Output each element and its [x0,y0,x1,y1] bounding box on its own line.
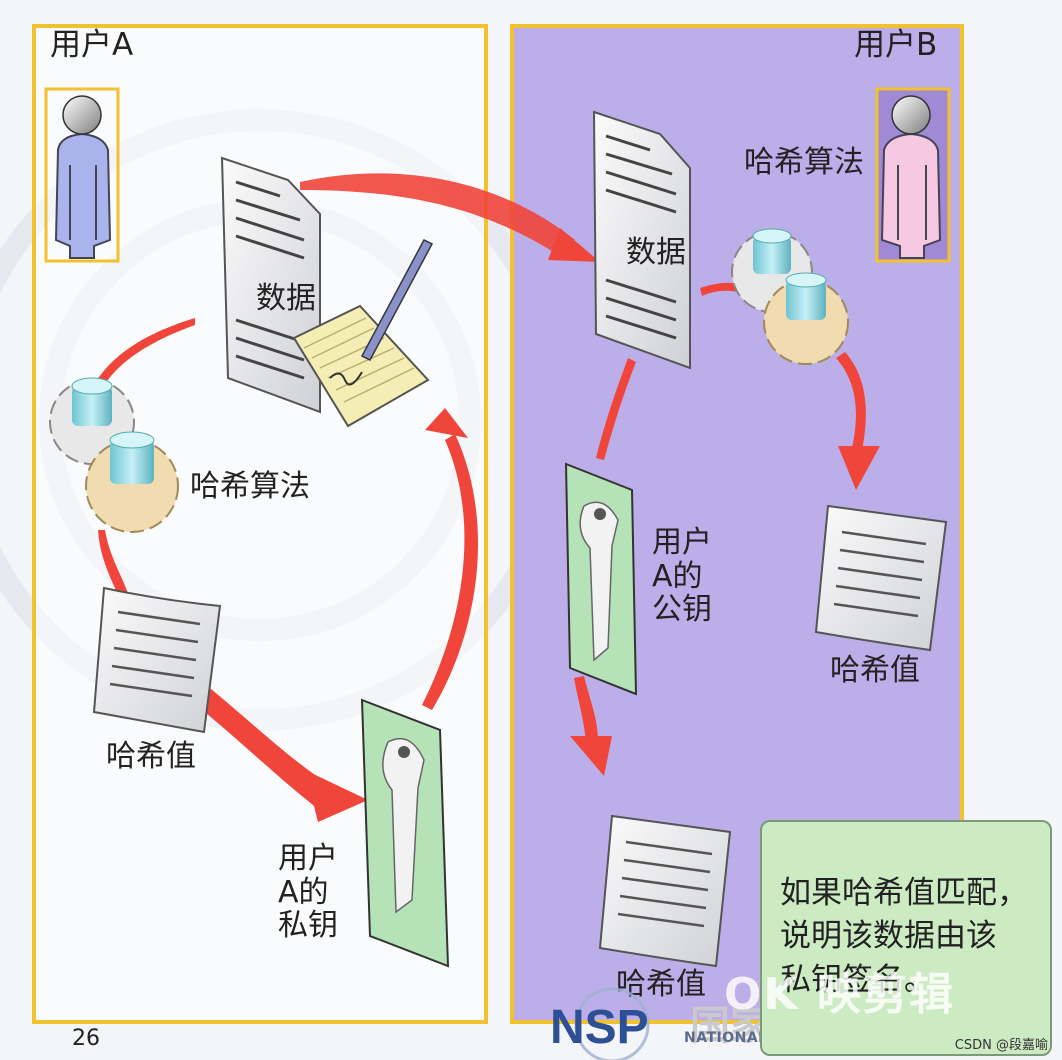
data-document-left [220,156,321,414]
nsp-logo-text: NSP [550,1001,649,1054]
hash-value-scroll-left [92,586,222,734]
note-line: 如果哈希值匹配， [780,875,1028,911]
user-a-avatar [44,87,120,263]
hash-algorithm-label-left: 哈希算法 [190,469,310,504]
nsp-logo-watermark: NSP [550,987,650,1060]
private-key-label-line: 用户 [278,841,338,876]
hash-value-scroll-bottom [598,814,732,968]
hash-value-scroll-right [814,504,948,652]
hash-algorithm-gears-left [49,377,179,533]
public-key-label: 用户 A的 公钥 [652,526,712,627]
flow-arrows [70,173,880,822]
data-document-right [592,110,691,370]
hash-algorithm-label-right: 哈希算法 [744,145,864,180]
private-key-label: 用户 A的 私钥 [278,842,338,943]
watermark-tagline: NATIONAL I [684,1030,779,1046]
user-b-avatar [875,87,951,263]
hash-algorithm-gears-right [731,228,849,365]
note-line: 私钥签名。 [780,961,935,998]
data-label-left: 数据 [256,281,316,316]
public-key-label-line: A的 [652,558,703,594]
watermark-cn-text: 国家 [690,1003,770,1049]
user-b-title: 用户B [854,27,938,63]
signature-pad [292,239,434,428]
public-key-label-line: 用户 [652,525,712,560]
data-label-right: 数据 [626,235,686,270]
public-key-label-line: 公钥 [652,592,712,628]
editor-brand-watermark: OK 映剪辑 [724,969,955,1020]
page-number: 26 [72,1026,100,1051]
conclusion-note: 如果哈希值匹配， 说明该数据由该 私钥签名。 [760,820,1052,1056]
user-a-title: 用户A [50,27,134,63]
hash-value-label-right: 哈希值 [830,653,920,688]
private-key-card [360,698,450,968]
hash-value-label-left: 哈希值 [106,739,196,774]
private-key-label-line: A的 [278,874,329,910]
author-credit: CSDN @段嘉喻 [954,1038,1048,1053]
private-key-label-line: 私钥 [278,908,338,944]
public-key-card [564,462,638,696]
note-line: 说明该数据由该 [780,918,997,955]
